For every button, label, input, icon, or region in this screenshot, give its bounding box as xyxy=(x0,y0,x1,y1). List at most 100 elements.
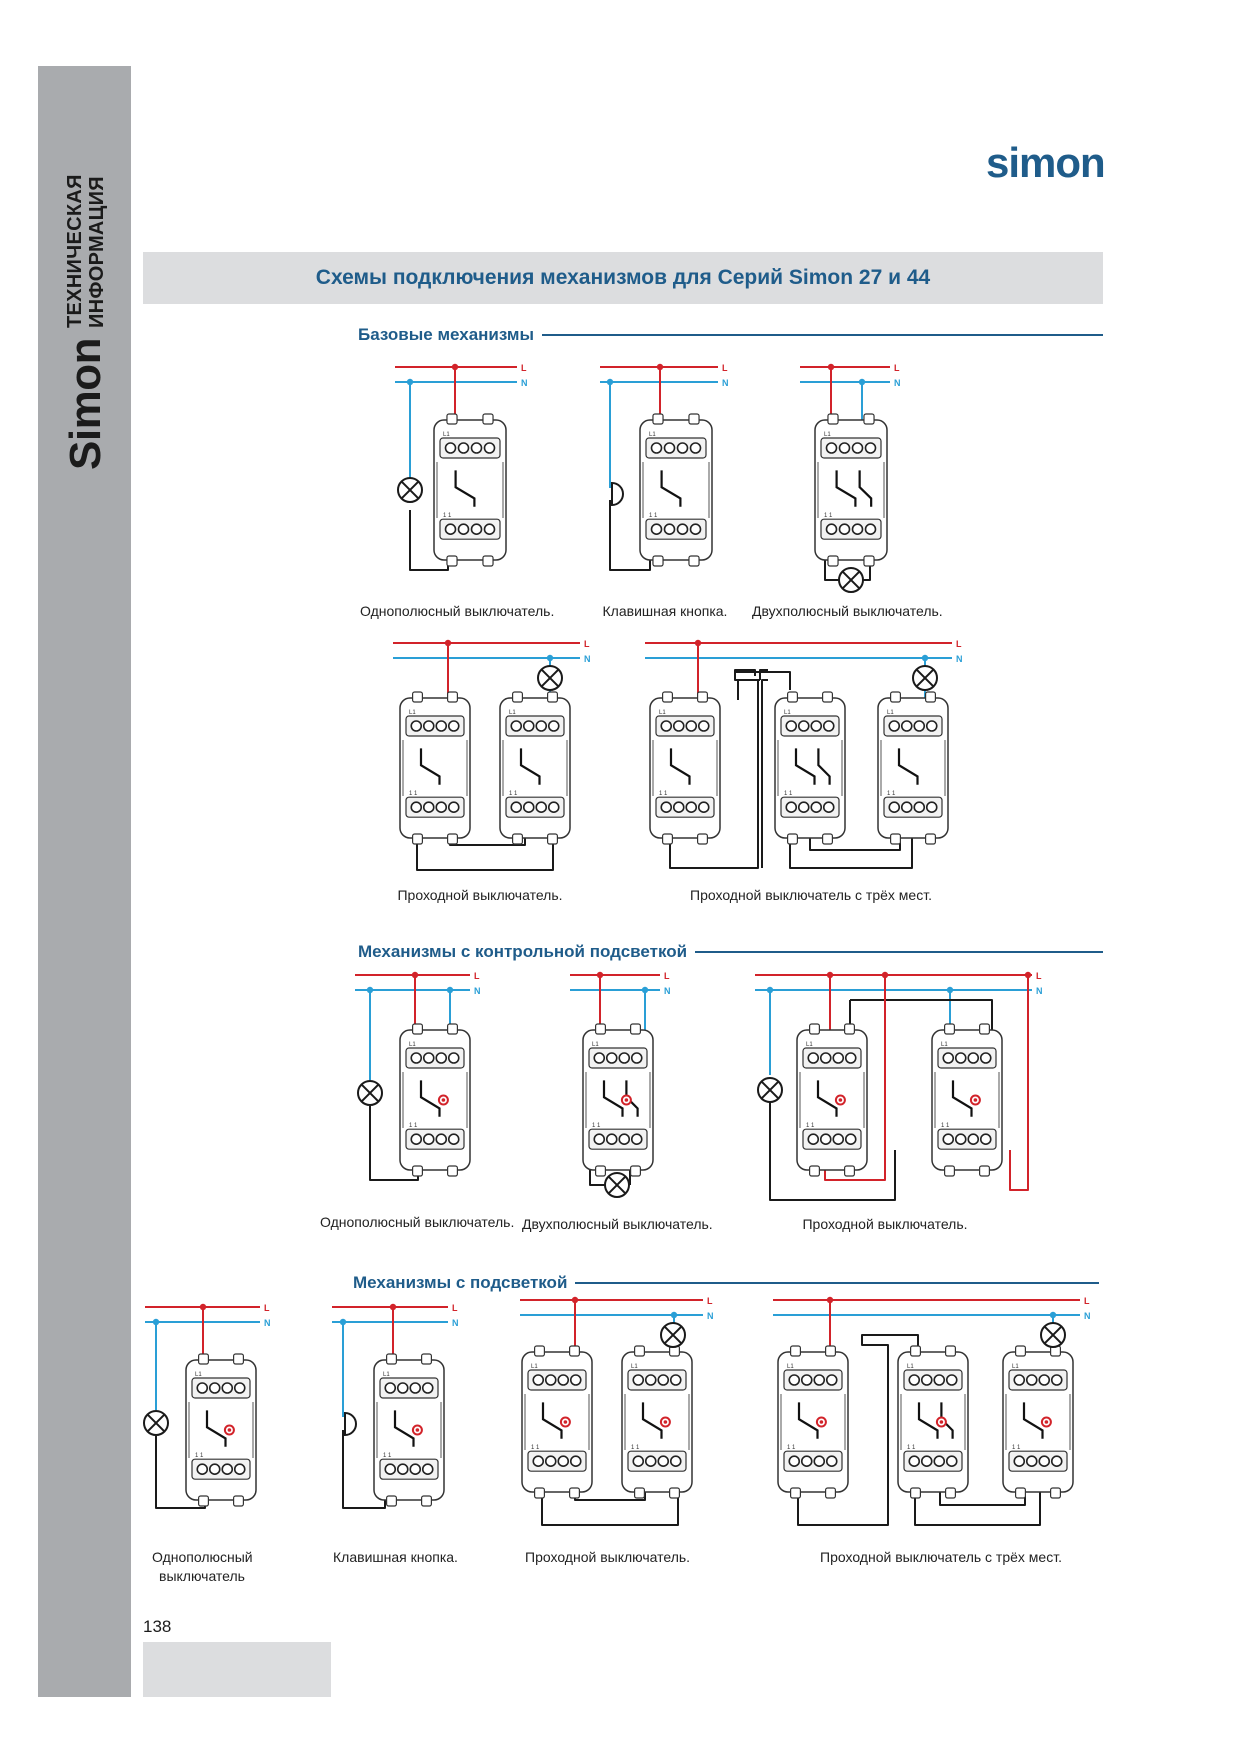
terminal-screw xyxy=(979,1133,992,1145)
neutral-label-N: N xyxy=(474,986,481,996)
mechanism-tab xyxy=(233,1353,245,1365)
phase-label-L: L xyxy=(521,363,527,373)
section-control-header: Механизмы с контрольной подсветкой xyxy=(358,942,1103,962)
terminal-screw xyxy=(470,523,483,536)
switch-mechanism: L11 1 xyxy=(399,1023,471,1177)
caption-backlit-two-way: Проходной выключатель. xyxy=(525,1549,691,1565)
mechanism-tab xyxy=(827,555,839,567)
terminal-screw xyxy=(535,801,548,814)
terminal-label-1: 1 1 xyxy=(195,1453,204,1459)
terminal-screw xyxy=(920,1374,933,1386)
terminal-block xyxy=(627,1450,687,1472)
junction-dot xyxy=(656,363,664,371)
phase-label-L: L xyxy=(452,1303,458,1313)
terminal-screw xyxy=(825,523,838,536)
mechanism-tab xyxy=(386,1495,398,1507)
terminal-screw xyxy=(657,1374,670,1386)
terminal-screw xyxy=(384,1463,397,1475)
phase-label-L: L xyxy=(894,363,900,373)
switch-contact xyxy=(897,748,919,785)
mechanism-tab xyxy=(546,691,558,703)
terminal-screw xyxy=(813,1455,826,1467)
caption-basic-single-pole: Однополюсный выключатель. xyxy=(360,603,555,619)
switch-contact xyxy=(858,470,873,507)
junction-dot xyxy=(921,654,929,662)
switch-mechanism: L11 1 xyxy=(499,691,571,845)
terminal-screw xyxy=(967,1133,980,1145)
terminal-screw xyxy=(1038,1455,1051,1467)
terminal-screw xyxy=(851,442,864,454)
mechanism-tab xyxy=(412,833,424,845)
terminal-label-1: 1 1 xyxy=(787,1445,796,1451)
terminal-label-L1: L1 xyxy=(443,432,450,438)
terminal-screw xyxy=(697,801,710,814)
mechanism-tab xyxy=(198,1495,210,1507)
neutral-label-N: N xyxy=(584,654,591,664)
terminal-screw xyxy=(663,442,676,454)
mechanism-tab xyxy=(824,1487,836,1499)
switch-mechanism: L11 1 xyxy=(777,1345,849,1499)
indicator-led-core xyxy=(973,1098,978,1102)
switch-mechanism: L11 1 xyxy=(931,1023,1003,1177)
terminal-screw xyxy=(535,720,548,732)
terminal-block xyxy=(820,518,882,540)
junction-dot xyxy=(694,639,702,647)
junction-dot xyxy=(827,363,835,371)
phase-label-L: L xyxy=(664,971,670,981)
neutral-label-N: N xyxy=(956,654,963,664)
terminal-block xyxy=(645,518,707,540)
terminal-screw xyxy=(689,442,702,454)
sidebar-band xyxy=(38,66,131,1697)
switch-mechanism: L11 1 xyxy=(521,1345,593,1499)
terminal-screw xyxy=(435,720,448,732)
terminal-screw xyxy=(825,1455,838,1467)
switch-contact xyxy=(541,1402,563,1439)
lamp-cross xyxy=(540,668,560,688)
terminal-screw xyxy=(618,1052,631,1064)
terminal-screw xyxy=(632,1455,645,1467)
terminal-screw xyxy=(672,720,685,732)
terminal-label-1: 1 1 xyxy=(941,1123,950,1129)
mechanism-tab xyxy=(446,413,458,425)
terminal-screw xyxy=(618,1133,631,1145)
mechanism-tab xyxy=(533,1487,545,1499)
terminal-screw xyxy=(913,720,926,732)
terminal-screw xyxy=(447,1052,460,1064)
terminal-screw xyxy=(660,801,673,814)
mechanism-tab xyxy=(412,1165,424,1177)
indicator-led-core xyxy=(227,1428,232,1432)
terminal-screw xyxy=(669,1455,682,1467)
bell-icon xyxy=(344,1411,357,1437)
terminal-block xyxy=(505,715,565,737)
terminal-screw xyxy=(1050,1374,1063,1386)
terminal-screw xyxy=(457,442,470,454)
junction-dot xyxy=(606,378,614,386)
terminal-screw xyxy=(422,1052,435,1064)
terminal-screw xyxy=(233,1463,246,1475)
terminal-screw xyxy=(630,1052,643,1064)
wire xyxy=(416,820,554,871)
caption-basic-two-way: Проходной выключатель. xyxy=(397,887,563,903)
terminal-block xyxy=(405,796,465,818)
mechanism-tab xyxy=(633,1345,645,1357)
terminal-screw xyxy=(822,720,835,732)
mechanism-tab xyxy=(943,1165,955,1177)
terminal-screw xyxy=(908,1455,921,1467)
mechanism-tab xyxy=(198,1353,210,1365)
mechanism-tab xyxy=(233,1495,245,1507)
terminal-screw xyxy=(685,801,698,814)
section-basic-header: Базовые механизмы xyxy=(358,325,1103,345)
mechanism-tab xyxy=(827,413,839,425)
terminal-screw xyxy=(888,801,901,814)
terminal-screw xyxy=(208,1463,221,1475)
terminal-label-L1: L1 xyxy=(592,1042,599,1048)
terminal-screw xyxy=(657,1455,670,1467)
terminal-label-1: 1 1 xyxy=(409,1123,418,1129)
mechanism-tab xyxy=(821,691,833,703)
mechanism-tab xyxy=(652,555,664,567)
junction-dot xyxy=(451,363,459,371)
terminal-label-L1: L1 xyxy=(409,710,416,716)
lamp-cross xyxy=(146,1413,166,1433)
mechanism-tab xyxy=(482,555,494,567)
terminal-block xyxy=(439,518,501,540)
